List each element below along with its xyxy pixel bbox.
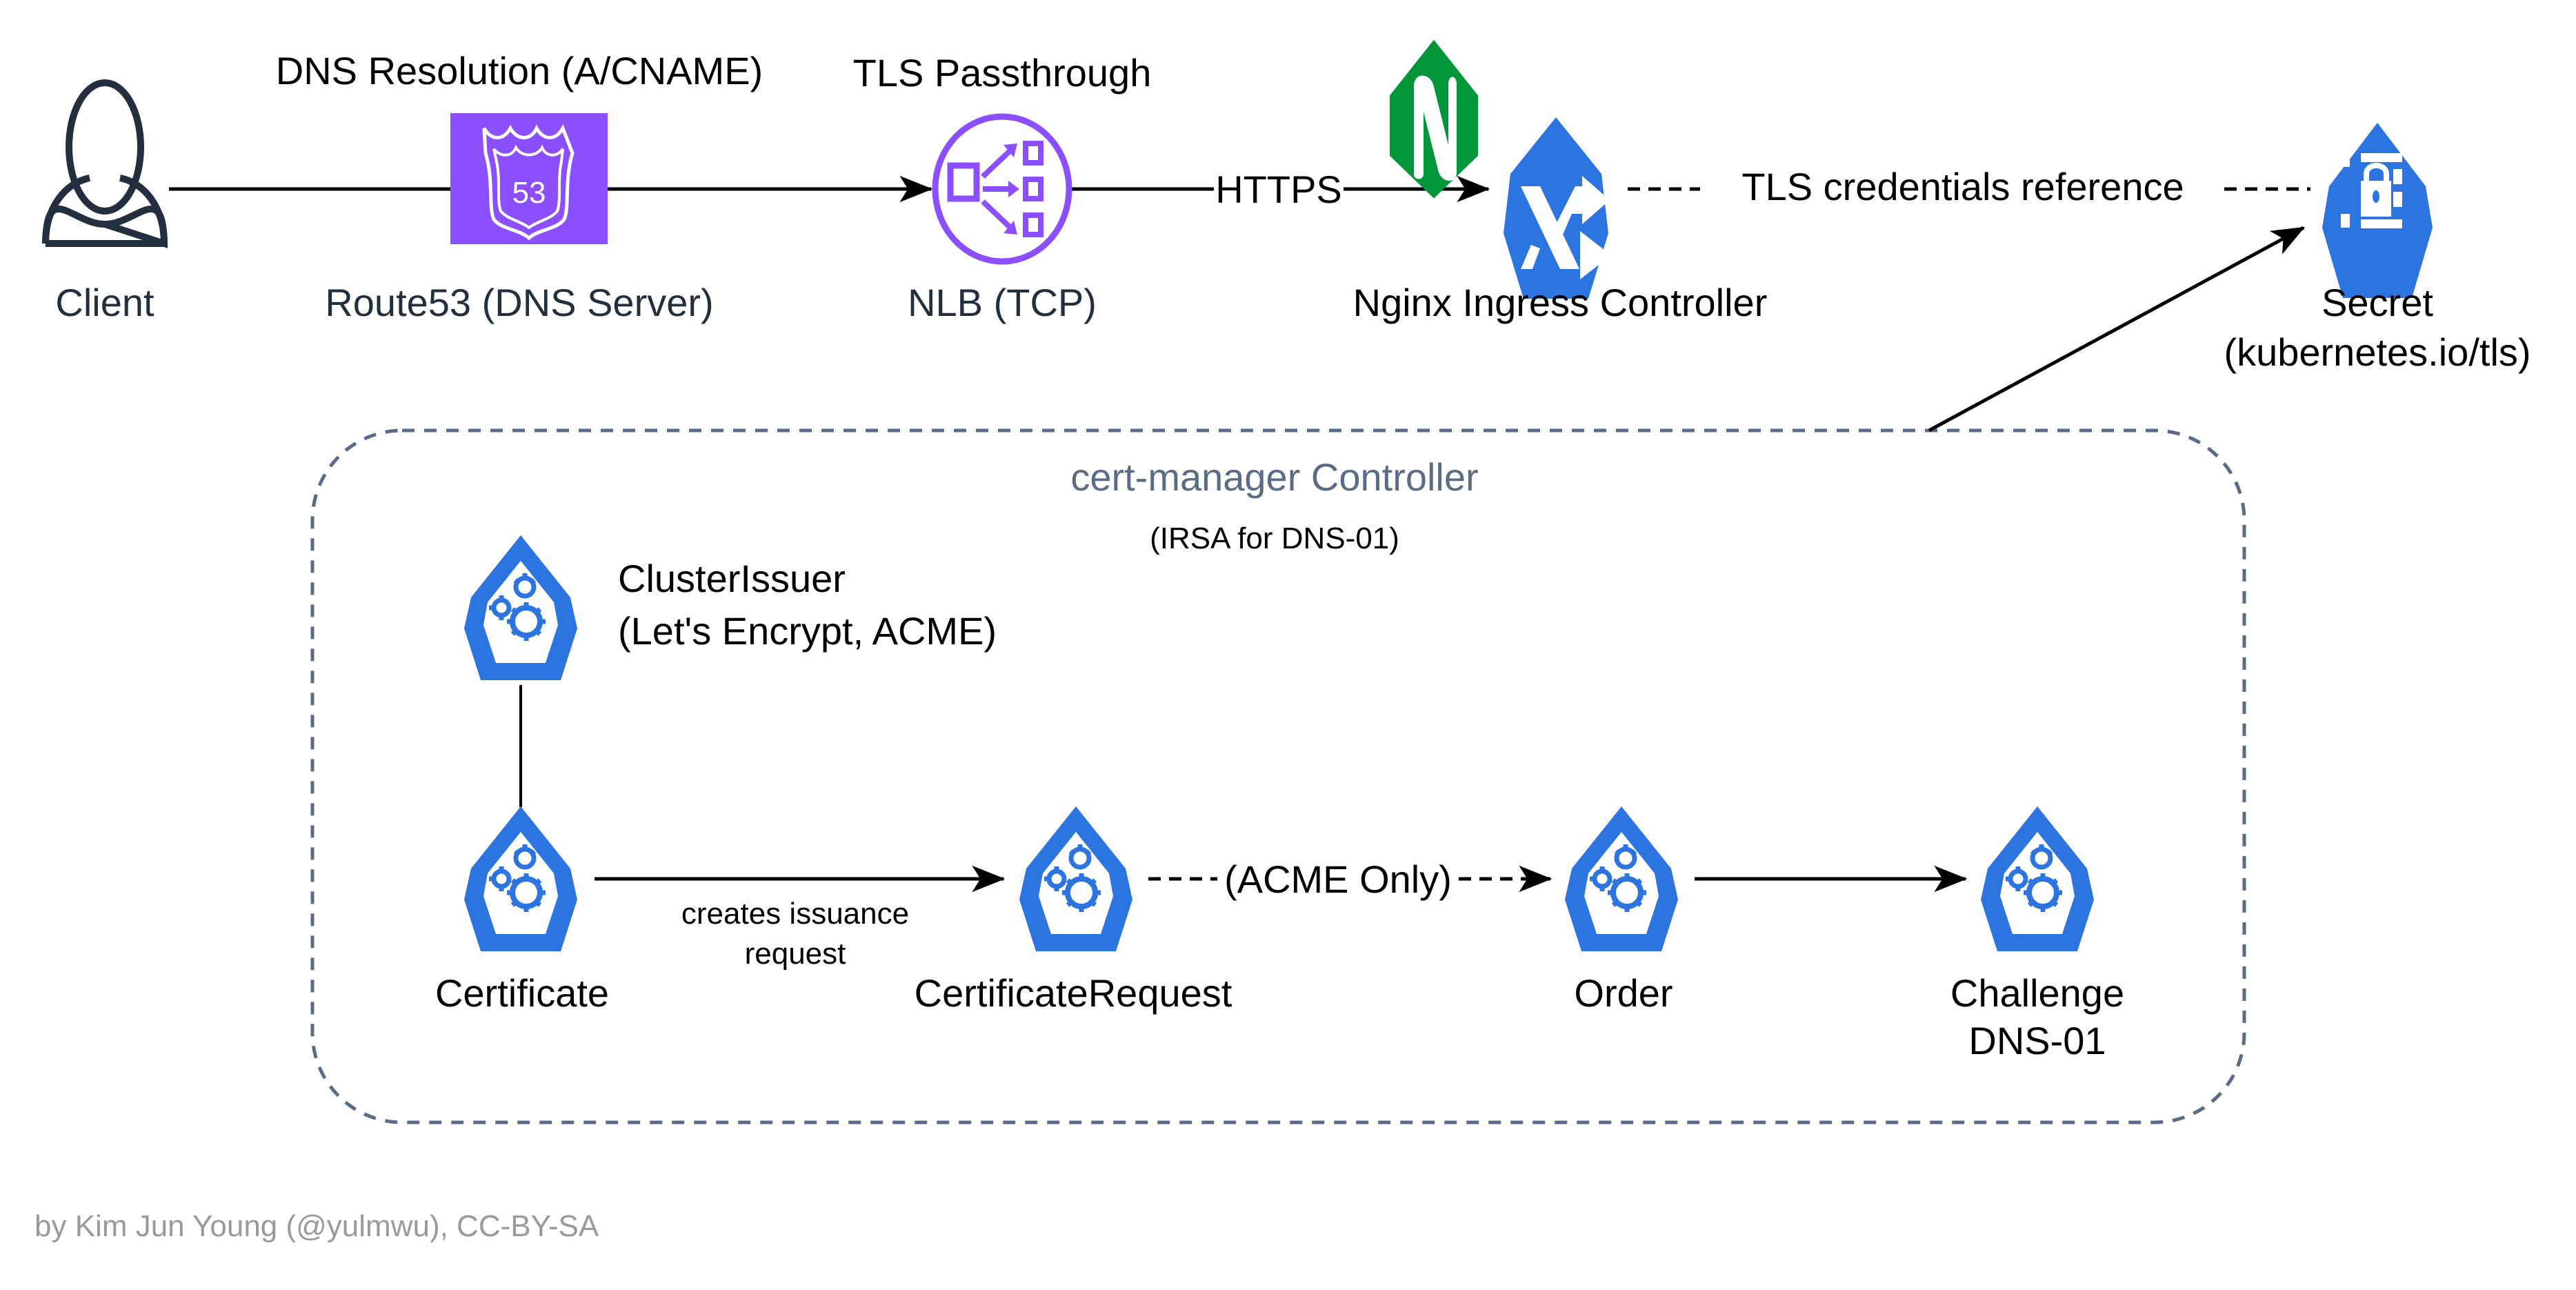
edge-label-creates-line2: request [745,937,846,971]
edge-label-https: HTTPS [1215,168,1342,211]
secret-lock-icon [2322,123,2433,298]
crd-gears-icon [1019,806,1132,951]
cert-manager-group [310,428,2246,1124]
node-order[interactable]: Order [1565,806,1678,1015]
nginx-logo-icon [1390,39,1478,199]
group-title: cert-manager Controller [1070,455,1478,499]
node-nlb[interactable]: TLS Passthrough NLB (TCP) [853,51,1152,324]
node-route53[interactable]: DNS Resolution (A/CNAME) 53 Route53 (DNS… [276,49,763,324]
cluster-issuer-label: ClusterIssuer [618,557,846,600]
user-icon [42,79,168,248]
route53-top-label: DNS Resolution (A/CNAME) [276,49,763,92]
client-label: Client [55,281,154,324]
edge-group-secret [1928,226,2306,433]
footer-credit: by Kim Jun Young (@yulmwu), CC-BY-SA [34,1209,599,1243]
node-nginx-ingress[interactable]: Nginx Ingress Controller [1353,39,1768,324]
crd-gears-icon [464,535,577,680]
nlb-top-label: TLS Passthrough [853,51,1152,95]
nginx-ingress-label: Nginx Ingress Controller [1353,281,1768,324]
node-client[interactable]: Client [42,79,168,324]
route53-badge: 53 [512,176,546,210]
cluster-issuer-sublabel: (Let's Encrypt, ACME) [618,609,997,653]
crd-gears-icon [1981,806,2094,951]
group-subtitle: (IRSA for DNS-01) [1150,522,1399,555]
certificate-request-label: CertificateRequest [915,971,1232,1015]
crd-gears-icon [1565,806,1678,951]
order-label: Order [1574,971,1673,1015]
edge-label-creates-line1: creates issuance [681,897,909,931]
route53-shield-icon: 53 [450,113,608,244]
secret-label: Secret [2322,281,2433,324]
edge-label-tls-credentials: TLS credentials reference [1741,165,2184,208]
load-balancer-icon [932,113,1072,265]
node-cluster-issuer[interactable]: ClusterIssuer (Let's Encrypt, ACME) [464,535,997,680]
node-challenge[interactable]: Challenge DNS-01 [1950,806,2124,1062]
certificate-label: Certificate [435,971,609,1015]
challenge-sublabel: DNS-01 [1968,1019,2106,1062]
secret-type-label: (kubernetes.io/tls) [2224,330,2530,374]
crd-gears-icon [464,806,577,951]
node-secret[interactable]: Secret (kubernetes.io/tls) [2224,123,2531,374]
ingress-icon [1504,117,1611,299]
node-certificate[interactable]: Certificate [435,806,609,1015]
route53-label: Route53 (DNS Server) [325,281,713,324]
edge-label-acme-only: (ACME Only) [1224,857,1452,901]
node-certificate-request[interactable]: CertificateRequest [915,806,1232,1015]
nlb-label: NLB (TCP) [908,281,1097,324]
challenge-label: Challenge [1950,971,2124,1015]
